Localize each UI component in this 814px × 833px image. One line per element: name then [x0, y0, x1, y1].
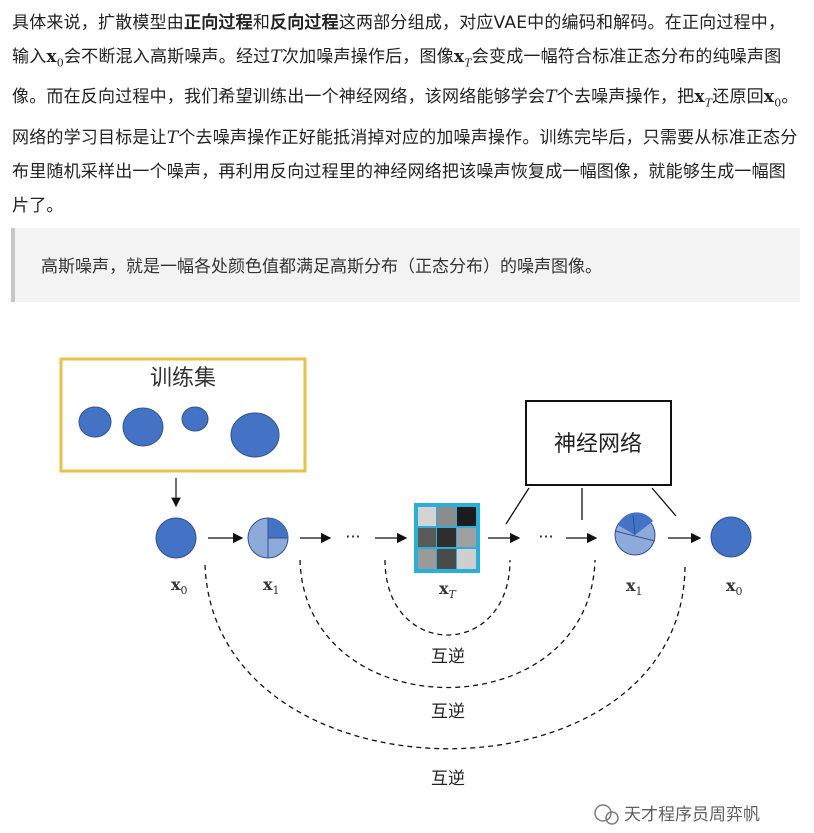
neural-network-label: 神经网络 [554, 432, 642, 457]
x1-right-label: x1 [626, 576, 643, 598]
inverse-label-inner: 互逆 [431, 647, 465, 667]
noise-image-xT [414, 503, 480, 573]
ellipsis-right: ··· [538, 527, 553, 546]
train-dot-1 [79, 407, 111, 437]
x0-right-label: x0 [726, 576, 743, 598]
inverse-label-middle: 互逆 [431, 702, 465, 722]
x0-left-label: x0 [171, 575, 188, 597]
inverse-label-outer: 互逆 [431, 769, 465, 789]
x0-right-dot [711, 517, 751, 557]
x1-left-label: x1 [263, 575, 280, 597]
train-dot-2 [123, 408, 163, 446]
train-dot-3 [182, 407, 208, 431]
watermark: 天才程序员周弈帆 [595, 805, 760, 825]
watermark-text: 天才程序员周弈帆 [624, 805, 760, 825]
training-set-label: 训练集 [150, 366, 216, 391]
ellipsis-left: ··· [345, 527, 360, 546]
train-dot-4 [231, 413, 279, 457]
x0-left-dot [156, 518, 196, 558]
xT-label: xT [439, 579, 458, 601]
